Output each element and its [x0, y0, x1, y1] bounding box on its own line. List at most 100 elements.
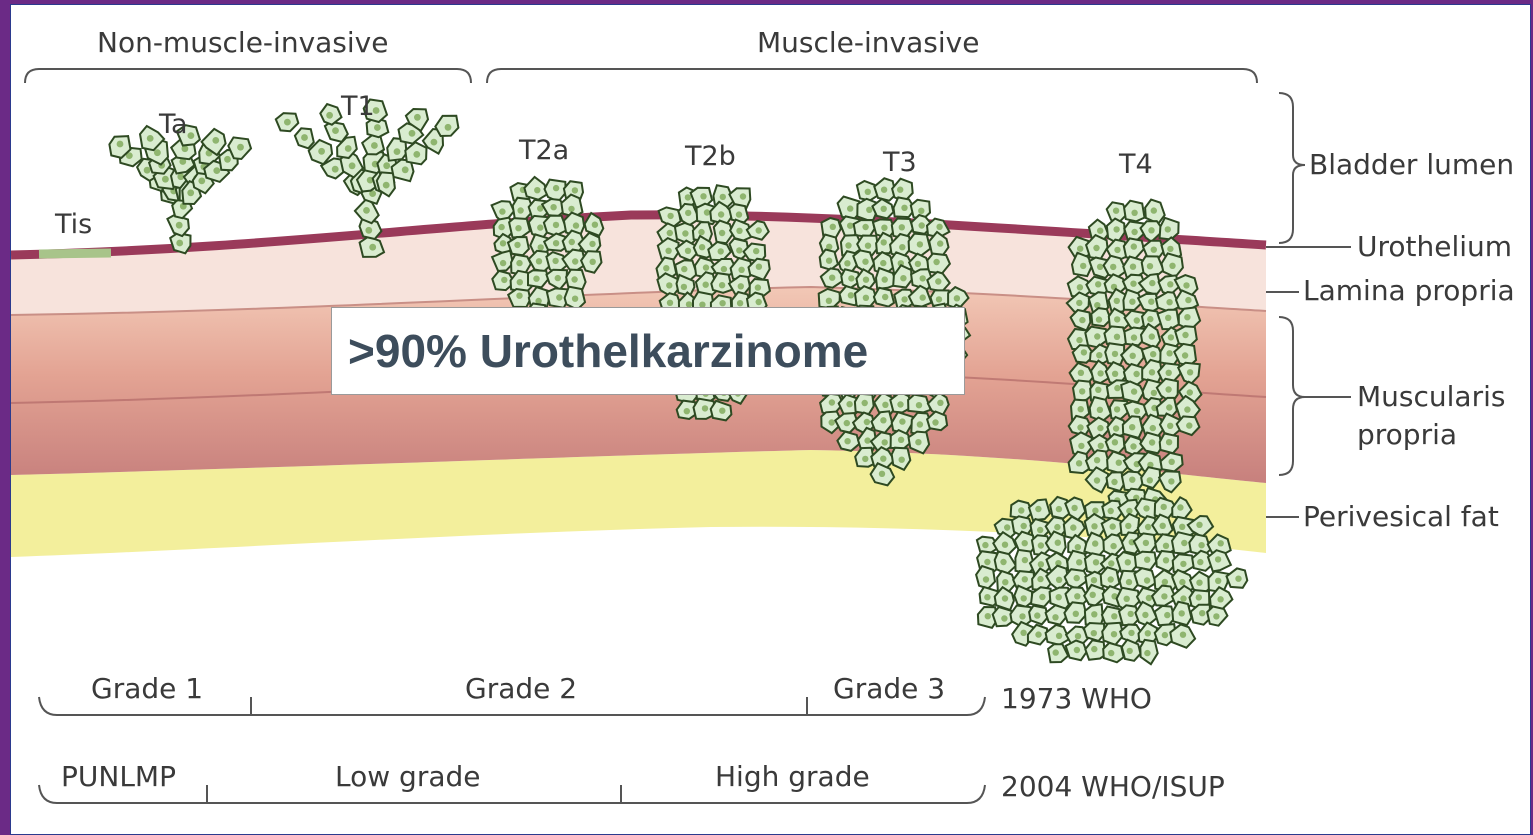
tumor-nucleus	[1037, 527, 1043, 533]
tumor-nucleus	[901, 296, 907, 302]
non-muscle-brace	[25, 69, 471, 83]
tumor-nucleus	[394, 148, 401, 155]
tumor-nucleus	[1037, 576, 1043, 582]
tumor-nucleus	[684, 408, 690, 414]
stage-label-tis: Tis	[55, 211, 92, 238]
tumor-nucleus	[332, 166, 339, 173]
tumor-nucleus	[1021, 523, 1027, 529]
tumor-nucleus	[1127, 648, 1133, 654]
tumor-nucleus	[882, 439, 888, 445]
label-perivesical-fat: Perivesical fat	[1303, 503, 1499, 531]
tumor-nucleus	[413, 151, 420, 158]
tumor-nucleus	[1074, 575, 1080, 581]
tumor-nucleus	[1021, 595, 1027, 601]
tumor-nucleus	[880, 456, 886, 462]
tumor-nucleus	[414, 114, 421, 121]
tumor-nucleus	[1131, 210, 1137, 216]
tumor-nucleus	[1125, 523, 1131, 529]
tumor-nucleus	[685, 210, 691, 216]
tumor-nucleus	[882, 294, 888, 300]
tumor-nucleus	[326, 112, 333, 119]
stage-label-t3: T3	[883, 149, 917, 176]
tumor-nucleus	[1164, 612, 1170, 618]
tumor-nucleus	[590, 259, 596, 265]
tumor-nucleus	[176, 222, 183, 229]
tumor-nucleus	[1184, 406, 1190, 412]
tumor-nucleus	[1169, 459, 1175, 465]
tumor-nucleus	[1096, 352, 1102, 358]
tumor-nucleus	[1149, 333, 1155, 339]
tumor-nucleus	[538, 244, 544, 250]
tumor-nucleus	[1095, 387, 1101, 393]
tumor-nucleus	[1091, 611, 1097, 617]
tumor-nucleus	[1199, 610, 1205, 616]
tumor-nucleus	[1163, 543, 1169, 549]
tumor-nucleus	[915, 439, 921, 445]
tumor-nucleus	[1071, 505, 1077, 511]
tumor-nucleus	[719, 408, 725, 414]
tumor-nucleus	[1081, 349, 1087, 355]
grade-2004-low-grade: Low grade	[335, 763, 480, 791]
tumor-nucleus	[1165, 226, 1171, 232]
tumor-nucleus	[569, 239, 575, 245]
tumor-nucleus	[1130, 353, 1136, 359]
stage-label-ta: Ta	[159, 111, 188, 138]
tumor-nucleus	[1196, 594, 1202, 600]
tumor-nucleus	[681, 284, 687, 290]
tumor-nucleus	[1080, 263, 1086, 269]
tumor-nucleus	[1114, 247, 1120, 253]
tumor-nucleus	[1179, 610, 1185, 616]
tumor-nucleus	[187, 189, 194, 196]
tumor-nucleus	[1167, 246, 1173, 252]
tumor-nucleus	[880, 260, 886, 266]
tumor-nucleus	[536, 258, 542, 264]
tumor-nucleus	[1144, 557, 1150, 563]
tumor-nucleus	[862, 259, 868, 265]
tumor-nucleus	[1056, 633, 1062, 639]
tumor-nucleus	[881, 225, 887, 231]
tumor-nucleus	[1077, 284, 1083, 290]
tumor-nucleus	[1128, 611, 1134, 617]
tumor-nucleus	[846, 401, 852, 407]
tumor-nucleus	[685, 248, 691, 254]
tumor-nucleus	[826, 298, 832, 304]
tumor-nucleus	[572, 296, 578, 302]
bladder-wall-illustration	[11, 5, 1531, 835]
tumor-nucleus	[1161, 593, 1167, 599]
tumor-nucleus	[515, 225, 521, 231]
tumor-nucleus	[1149, 439, 1155, 445]
tumor-nucleus	[1144, 577, 1150, 583]
grade-1973-grade-2: Grade 2	[465, 675, 577, 703]
tumor-nucleus	[1131, 334, 1137, 340]
bladder-lumen-brace	[1279, 93, 1305, 243]
tumor-nucleus	[667, 230, 673, 236]
tumor-nucleus	[755, 284, 761, 290]
tumor-nucleus	[1056, 594, 1062, 600]
tumor-nucleus	[1094, 333, 1100, 339]
tumor-nucleus	[862, 224, 868, 230]
tumor-nucleus	[984, 594, 990, 600]
tumor-nucleus	[1125, 559, 1131, 565]
tumor-nucleus	[1097, 370, 1103, 376]
tumor-nucleus	[1196, 522, 1202, 528]
tumor-nucleus	[1215, 556, 1221, 562]
tumor-nucleus	[1074, 593, 1080, 599]
tumor-nucleus	[1108, 650, 1114, 656]
tumor-nucleus	[1096, 316, 1102, 322]
label-lamina-propria: Lamina propria	[1303, 277, 1515, 305]
tumor-nucleus	[1110, 264, 1116, 270]
tumor-nucleus	[1076, 337, 1082, 343]
tumor-nucleus	[915, 261, 921, 267]
tumor-nucleus	[1091, 646, 1097, 652]
tumor-nucleus	[916, 402, 922, 408]
tumor-nucleus	[550, 204, 556, 210]
tumor-nucleus	[1147, 477, 1153, 483]
tumor-nucleus	[1077, 246, 1083, 252]
tumor-nucleus	[718, 248, 724, 254]
muscularis-brace	[1279, 317, 1305, 475]
tumor-nucleus	[552, 258, 558, 264]
grade-2004-system: 2004 WHO/ISUP	[1001, 773, 1225, 801]
tumor-nucleus	[1148, 227, 1154, 233]
tumor-nucleus	[1075, 544, 1081, 550]
tumor-nucleus	[1113, 208, 1119, 214]
